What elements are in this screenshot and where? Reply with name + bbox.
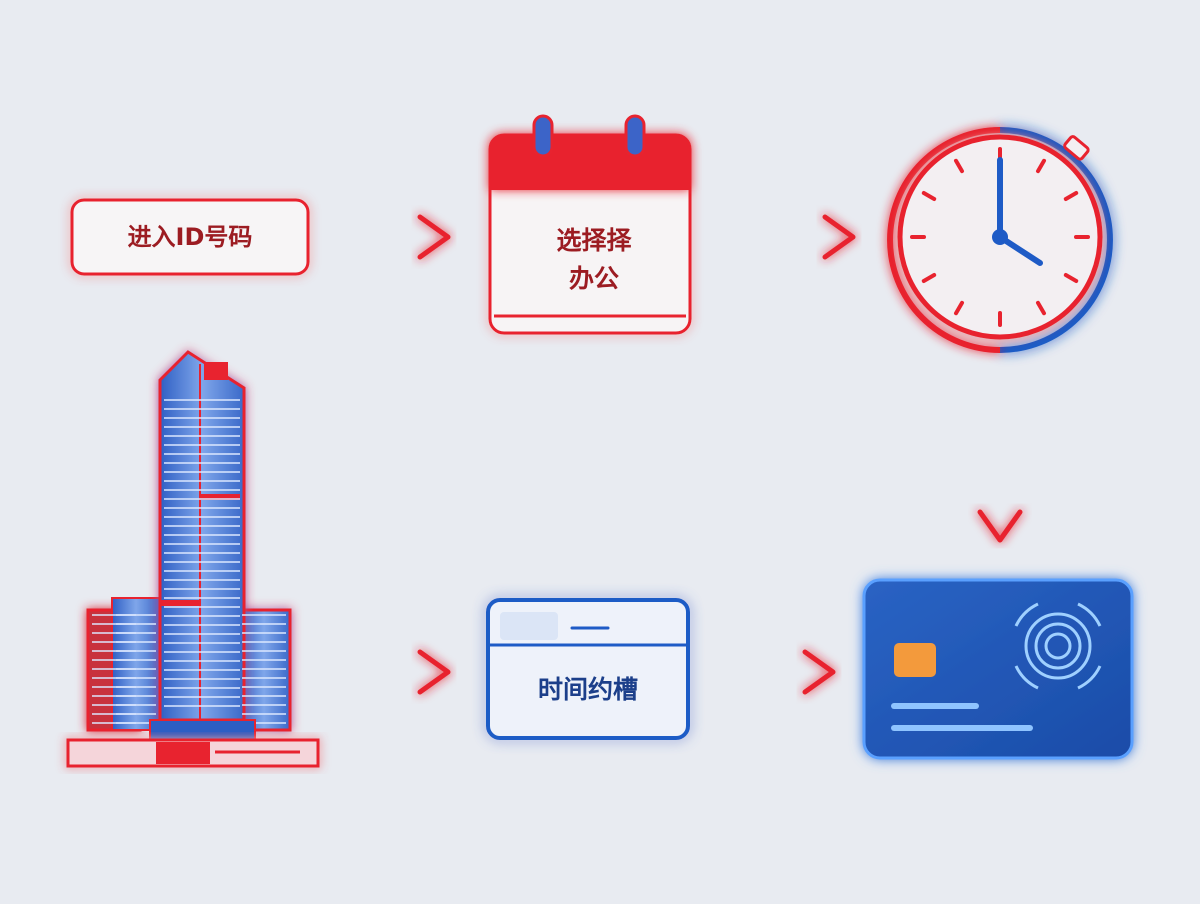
enter-id-label: 进入ID号码 xyxy=(127,223,253,251)
clock-tick xyxy=(1036,158,1046,174)
enter-id-box xyxy=(70,198,310,276)
card-chip xyxy=(894,643,936,677)
contactless-icon xyxy=(1014,602,1102,690)
clock-tick xyxy=(921,191,937,201)
office-building-icon xyxy=(66,320,320,768)
stopwatch-icon xyxy=(887,127,1113,353)
access-card-icon xyxy=(862,578,1134,760)
clock-tick xyxy=(921,273,937,283)
arrow-slot-to-card xyxy=(712,649,836,695)
time-slot-label: 时间约槽 xyxy=(537,675,638,704)
select-office-line2: 办公 xyxy=(568,264,619,293)
time-slot-box xyxy=(486,598,690,740)
arrow-id-to-calendar xyxy=(332,214,451,260)
select-office-label: 选择择 办公 xyxy=(496,222,692,298)
clock-tick xyxy=(1063,191,1079,201)
select-office-line1: 选择择 xyxy=(556,226,632,255)
calendar-icon xyxy=(488,114,692,335)
clock-tick xyxy=(1063,273,1079,283)
arrow-clock-to-card xyxy=(977,397,1023,543)
clock-tick xyxy=(954,158,964,174)
clock-tick xyxy=(954,300,964,316)
clock-tick xyxy=(1036,300,1046,316)
arrow-calendar-to-clock xyxy=(732,214,856,260)
arrow-building-to-slot xyxy=(332,649,451,695)
